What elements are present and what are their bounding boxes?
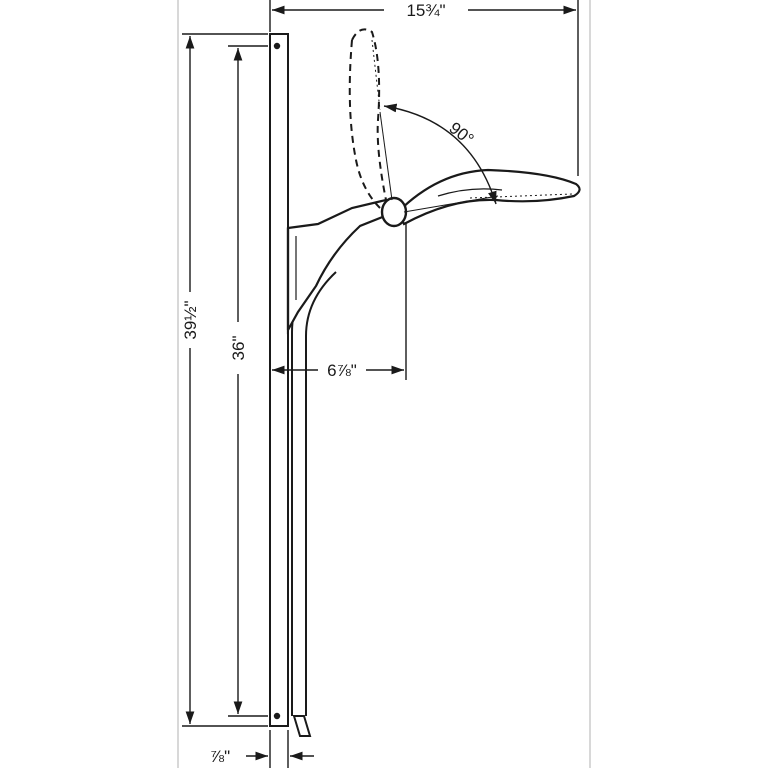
frame bbox=[177, 0, 591, 768]
projection-label: 6⅞" bbox=[327, 361, 357, 380]
shower-hose bbox=[291, 261, 337, 737]
wall-rail bbox=[269, 33, 289, 727]
tilt-angle-label: 90° bbox=[445, 118, 477, 149]
pivot-joint bbox=[380, 196, 408, 228]
dimension-overall-width bbox=[269, 0, 579, 176]
dimension-projection bbox=[272, 222, 407, 380]
shower-head bbox=[396, 168, 581, 226]
shower-head-vertical-position bbox=[348, 28, 387, 209]
angle-arc bbox=[379, 103, 499, 213]
overall-height-label: 39½" bbox=[181, 300, 200, 339]
dimension-rail-height bbox=[228, 45, 268, 717]
rail-height-label: 36" bbox=[229, 336, 248, 361]
overall-width-label: 15¾" bbox=[406, 1, 445, 20]
dimension-overall-height bbox=[182, 33, 268, 727]
slider-bracket bbox=[286, 198, 392, 335]
dimension-rail-width bbox=[246, 730, 314, 768]
rail-width-label: ⅞" bbox=[210, 747, 230, 766]
